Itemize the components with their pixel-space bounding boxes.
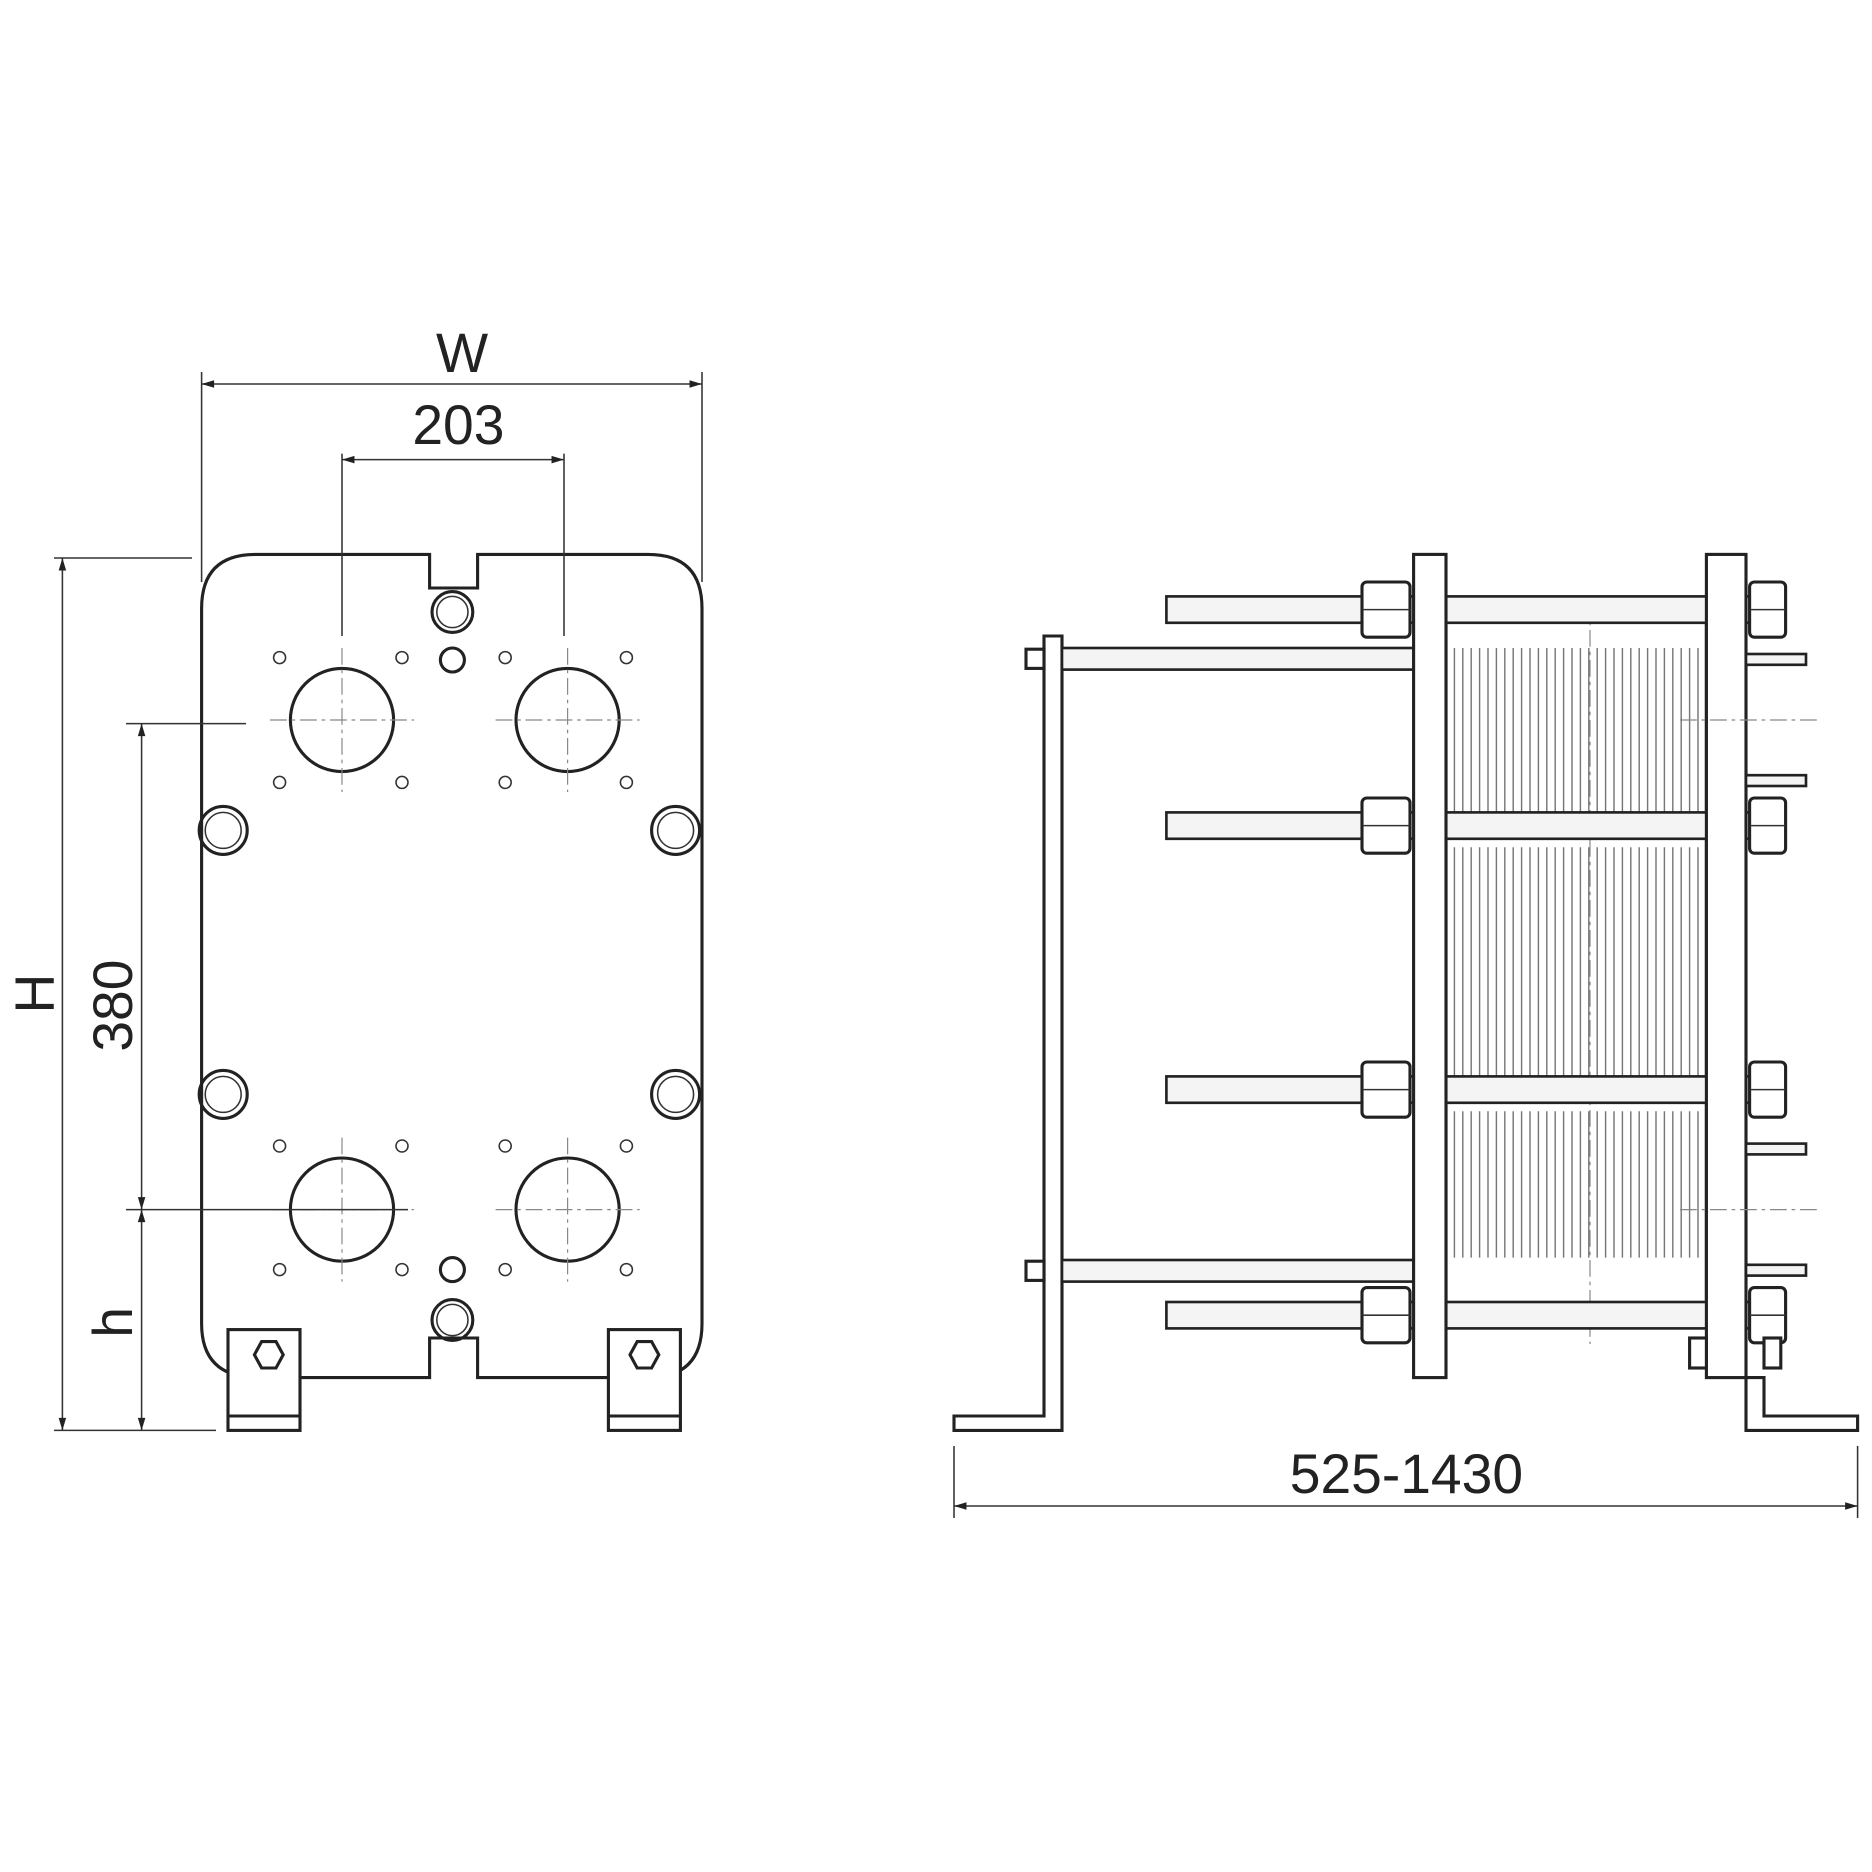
pressure-plate <box>1704 552 1748 1380</box>
dimension-380-label: 380 <box>82 960 144 1052</box>
tie-rod <box>1165 811 1784 841</box>
flange-stud-hole <box>395 775 409 790</box>
nozzles <box>1680 652 1818 1277</box>
rear-support-foot <box>1744 1376 1860 1432</box>
flange-stud-hole <box>498 1139 512 1153</box>
dimension-h-port-label: h <box>82 1307 144 1338</box>
tie-rod <box>1165 1075 1784 1105</box>
flange-stud-hole <box>395 1262 409 1277</box>
lower-guide-bar <box>1060 1258 1415 1283</box>
flange-stud-hole <box>619 1139 634 1153</box>
tie-rod <box>1165 1300 1784 1330</box>
tie-rods <box>1165 580 1788 1345</box>
side-view: 525-1430 <box>952 552 1860 1518</box>
dimension-length: 525-1430 <box>953 1443 1859 1518</box>
plate-pack <box>1444 620 1708 1316</box>
dimension-w-label: W <box>436 322 488 384</box>
flange-stud-hole <box>272 650 287 665</box>
flange-stud-hole <box>619 650 634 665</box>
flange-stud-hole <box>395 1139 409 1153</box>
front-view: W 203 H 380 h <box>4 322 704 1432</box>
tightening-bolts <box>197 590 702 1342</box>
dimension-h-total-label: H <box>4 974 66 1014</box>
foot-left <box>226 1328 302 1432</box>
flange-stud-hole <box>619 1262 634 1277</box>
dimension-203-label: 203 <box>412 394 504 456</box>
flange-stud-hole <box>272 775 287 790</box>
flange-stud-hole <box>498 650 512 665</box>
fixed-frame-plate <box>1412 552 1448 1380</box>
foot-right <box>606 1328 682 1432</box>
flange-stud-hole <box>272 1262 287 1277</box>
dimension-h-port: h <box>82 1209 146 1431</box>
dimension-h-total: H <box>4 557 216 1432</box>
flange-stud-hole <box>272 1139 287 1153</box>
flange-stud-hole <box>498 775 512 790</box>
flange-stud-hole <box>395 650 409 665</box>
ports <box>270 648 640 1282</box>
tie-rod <box>1165 595 1784 625</box>
flange-stud-hole <box>619 775 634 790</box>
support-column <box>952 634 1064 1432</box>
frame-plate-outline <box>200 552 704 1380</box>
dimension-length-label: 525-1430 <box>1290 1443 1523 1505</box>
upper-guide-bar <box>1060 646 1415 671</box>
flange-stud-hole <box>498 1262 512 1277</box>
dimension-w: W <box>200 322 703 582</box>
dimension-203: 203 <box>341 394 565 636</box>
dimension-380: 380 <box>82 722 408 1211</box>
